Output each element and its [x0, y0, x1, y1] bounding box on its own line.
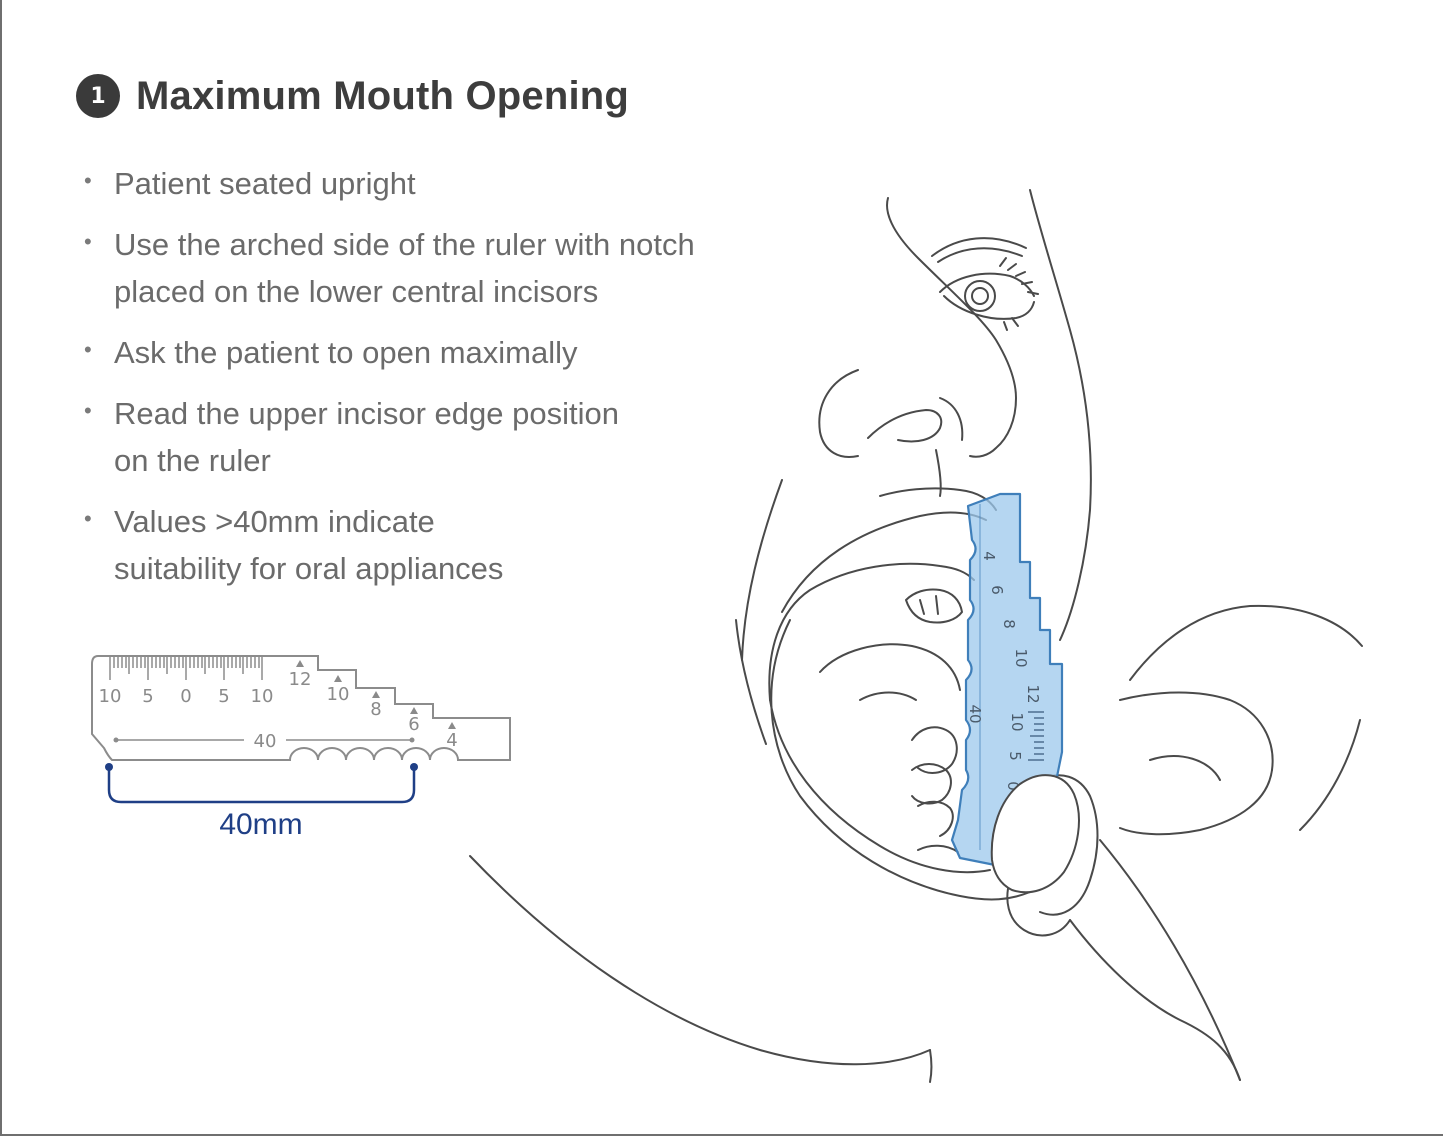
step-label: 12	[289, 669, 312, 690]
scale-label: 10	[251, 686, 274, 707]
length-label: 40	[966, 704, 984, 723]
list-item: • Read the upper incisor edge position on…	[84, 390, 744, 484]
ruler-diagram: 10 5 0 5 10 12 10 8 6 4 40	[91, 655, 511, 841]
scale-label: 10	[99, 686, 122, 707]
list-item: • Patient seated upright	[84, 160, 744, 207]
length-label: 40	[254, 731, 277, 752]
step-label: 4	[980, 551, 998, 561]
step-label: 12	[1024, 684, 1042, 703]
page-title: Maximum Mouth Opening	[136, 73, 630, 118]
step-marker-icon	[372, 691, 380, 698]
instruction-text: Use the arched side of the ruler with no…	[114, 227, 695, 309]
step-marker-icon	[296, 660, 304, 667]
list-item: • Ask the patient to open maximally	[84, 329, 744, 376]
ruler-ticks	[109, 656, 263, 680]
measurement-bracket	[105, 763, 418, 804]
list-item: • Values >40mm indicate suitability for o…	[84, 498, 744, 592]
scale-label: 5	[1006, 751, 1024, 761]
scale-label: 5	[218, 686, 229, 707]
instruction-text: Ask the patient to open maximally	[114, 335, 578, 370]
bullet-dot-icon: •	[84, 229, 92, 254]
step-label: 10	[1012, 648, 1030, 667]
scale-label: 0	[1004, 781, 1022, 791]
instruction-text: Patient seated upright	[114, 166, 416, 201]
instruction-text: Read the upper incisor edge position on …	[114, 396, 619, 478]
step-marker-icon	[448, 722, 456, 729]
bullet-dot-icon: •	[84, 168, 92, 193]
step-marker-icon	[410, 707, 418, 714]
bullet-dot-icon: •	[84, 337, 92, 362]
bullet-dot-icon: •	[84, 506, 92, 531]
instruction-list: • Patient seated upright • Use the arched …	[84, 160, 744, 606]
measurement-label: 40mm	[219, 808, 302, 841]
step-label: 6	[408, 714, 419, 735]
thumb-illustration	[990, 774, 1080, 894]
step-marker-icon	[334, 675, 342, 682]
step-label: 8	[1000, 619, 1018, 629]
patient-face-illustration	[469, 189, 1363, 1083]
ruler-outline	[91, 655, 511, 761]
scale-label: 10	[1008, 712, 1026, 731]
step-label: 10	[327, 684, 350, 705]
list-item: • Use the arched side of the ruler with n…	[84, 221, 744, 315]
scale-label: 0	[180, 686, 191, 707]
step-label: 4	[446, 730, 457, 751]
step-label: 6	[988, 585, 1006, 595]
step-label: 8	[370, 699, 381, 720]
instruction-text: Values >40mm indicate suitability for or…	[114, 504, 504, 586]
step-number-badge: 1	[76, 74, 120, 118]
section-heading: 1 Maximum Mouth Opening	[76, 70, 629, 122]
bullet-dot-icon: •	[84, 398, 92, 423]
scale-label: 5	[142, 686, 153, 707]
